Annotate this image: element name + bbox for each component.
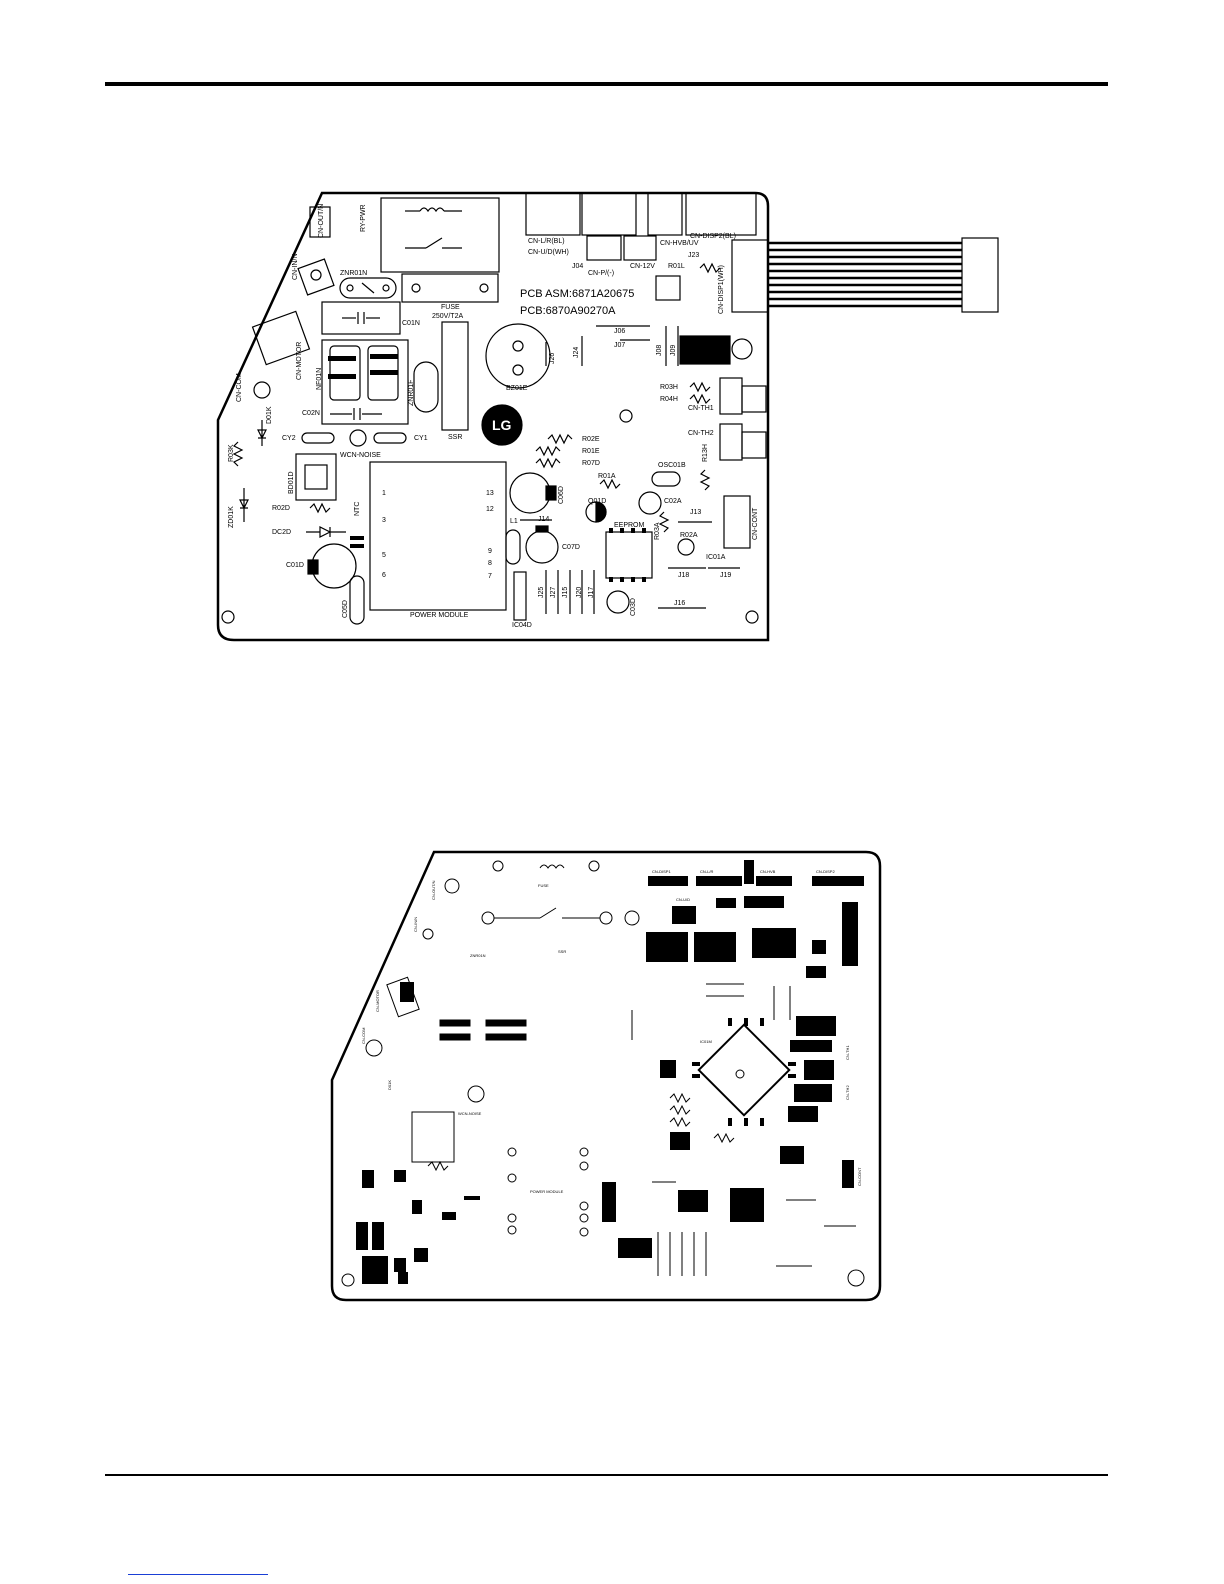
b2-label-d01k: D01K (387, 1079, 392, 1090)
b2-label-wcn-noise: WCN-NOISE (458, 1111, 482, 1116)
pcb-number-title: PCB:6870A90270A (520, 305, 616, 317)
b2-label-cn-out-n: CN-OUT/N (431, 880, 436, 900)
label-znr01n: ZNR01N (340, 270, 368, 277)
label-ic04d: IC04D (512, 622, 532, 629)
svg-text:LG: LG (492, 417, 512, 433)
b2-label-cn-com: CN-COM (361, 1027, 366, 1044)
b2-label-cn-th1: CN-TH1 (845, 1045, 850, 1060)
label-r01l: R01L (668, 263, 685, 270)
b2-label-cn-l-r: CN-L/R (700, 869, 714, 874)
label-r07d: R07D (582, 460, 600, 467)
label-fuse: FUSE (441, 304, 460, 311)
pin-6: 6 (382, 572, 386, 579)
label-r02a: R02A (680, 532, 698, 539)
pin-3: 3 (382, 517, 386, 524)
b2-label-ic01m: IC01M (700, 1039, 712, 1044)
label-cy1: CY1 (414, 435, 428, 442)
label-power-module: POWER MODULE (410, 612, 469, 619)
footer-link-underline[interactable] (128, 1574, 268, 1575)
label-cn-disp2: CN-DISP2(BL) (690, 233, 736, 240)
top-rule (105, 82, 1108, 86)
b2-label-cn-motor: CN-MOTOR (375, 990, 380, 1012)
label-cn-l-r: CN-L/R(BL) (528, 238, 565, 245)
label-wcn-noise: WCN-NOISE (340, 452, 381, 459)
b2-label-cn-th2: CN-TH2 (845, 1085, 850, 1100)
label-cn-th1: CN-TH1 (688, 405, 714, 412)
label-r02d: R02D (272, 505, 290, 512)
label-eeprom: EEPROM (614, 522, 645, 529)
b2-label-cn-cont: CN-CONT (857, 1167, 862, 1186)
pin-7: 7 (488, 573, 492, 580)
label-c01d: C01D (286, 562, 304, 569)
label-j19: J19 (720, 572, 732, 579)
pin-9: 9 (488, 548, 492, 555)
label-c02a: C02A (664, 498, 682, 505)
b2-label-ssr: SSR (558, 949, 567, 954)
b2-label-cn-disp1: CN-DISP1 (652, 869, 671, 874)
label-j18: J18 (678, 572, 690, 579)
label-cn-hvb: CN-HVB/UV (660, 240, 699, 247)
label-r01e: R01E (582, 448, 600, 455)
label-cn-u-d: CN-U/D(WH) (528, 249, 569, 256)
b2-label-power-module: POWER MODULE (530, 1189, 564, 1194)
label-cn-p: CN-P/(-) (588, 270, 615, 277)
b2-label-cn-u-d: CN-U/D (676, 897, 690, 902)
label-ic01a: IC01A (706, 554, 726, 561)
pcb-diagram-top: LG (216, 191, 999, 642)
label-j23: J23 (688, 252, 700, 259)
b2-label-cn-hvb: CN-HVB (760, 869, 776, 874)
label-dc2d: DC2D (272, 529, 292, 536)
label-j07: J07 (614, 342, 626, 349)
label-bz01e: BZ01E (506, 385, 528, 392)
label-fuse-rating: 250V/T2A (432, 313, 464, 320)
b2-label-cn-disp2: CN-DISP2 (816, 869, 835, 874)
bottom-rule (105, 1474, 1108, 1476)
label-r04h: R04H (660, 396, 678, 403)
label-ssr: SSR (448, 434, 463, 441)
label-c02n: C02N (302, 410, 320, 417)
label-j06: J06 (614, 328, 626, 335)
label-j14: J14 (538, 516, 550, 523)
label-cn-th2: CN-TH2 (688, 430, 714, 437)
label-c01n: C01N (402, 320, 420, 327)
label-r03h: R03H (660, 384, 678, 391)
pin-5: 5 (382, 552, 386, 559)
label-cn-12v: CN-12V (630, 263, 655, 270)
pin-13: 13 (486, 490, 494, 497)
pcb-asm-title: PCB ASM:6871A20675 (520, 288, 635, 300)
label-cy2: CY2 (282, 435, 296, 442)
label-q01d: Q01D (588, 498, 607, 505)
label-j04: J04 (572, 263, 584, 270)
label-c07d: C07D (562, 544, 580, 551)
label-r02e: R02E (582, 436, 600, 443)
label-j13: J13 (690, 509, 702, 516)
b2-label-znr: ZNR01N (470, 953, 486, 958)
label-l1: L1 (510, 518, 518, 525)
pin-12: 12 (486, 506, 494, 513)
b2-label-cn-in-n: CN-IN/N (413, 916, 418, 932)
label-j16: J16 (674, 600, 686, 607)
b2-label-fuse: FUSE (538, 883, 549, 888)
label-r01a: R01A (598, 473, 616, 480)
label-osc01b: OSC01B (658, 462, 686, 469)
pin-1: 1 (382, 490, 386, 497)
pin-8: 8 (488, 560, 492, 567)
